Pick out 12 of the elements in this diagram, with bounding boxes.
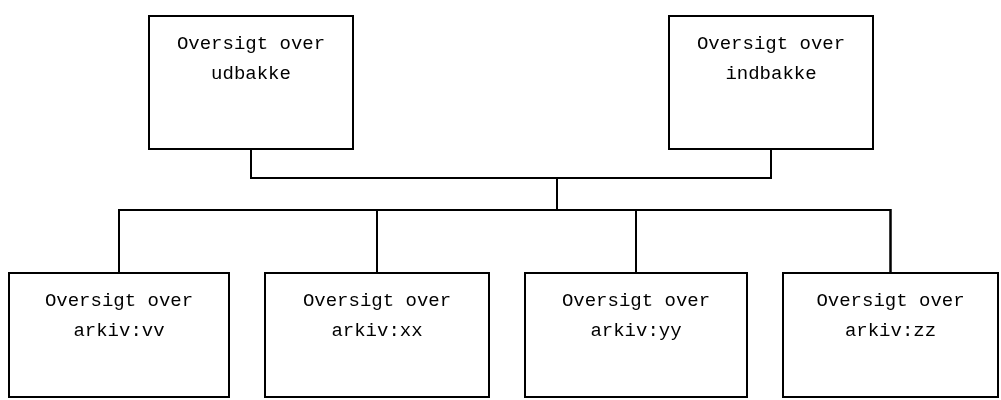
process-box (148, 15, 354, 150)
process-box (668, 15, 874, 150)
process-box (782, 272, 999, 398)
box-label: Oversigt over arkiv:zz (815, 289, 966, 344)
process-box (8, 272, 230, 398)
box-label: Oversigt over arkiv:vv (43, 289, 195, 344)
process-box (524, 272, 748, 398)
box-label: Oversigt over udbakke (175, 32, 327, 87)
box-label: Oversigt over arkiv:xx (301, 289, 453, 344)
box-label: Oversigt over indbakke (695, 32, 847, 87)
box-label: Oversigt over arkiv:yy (560, 289, 712, 344)
process-box (264, 272, 490, 398)
